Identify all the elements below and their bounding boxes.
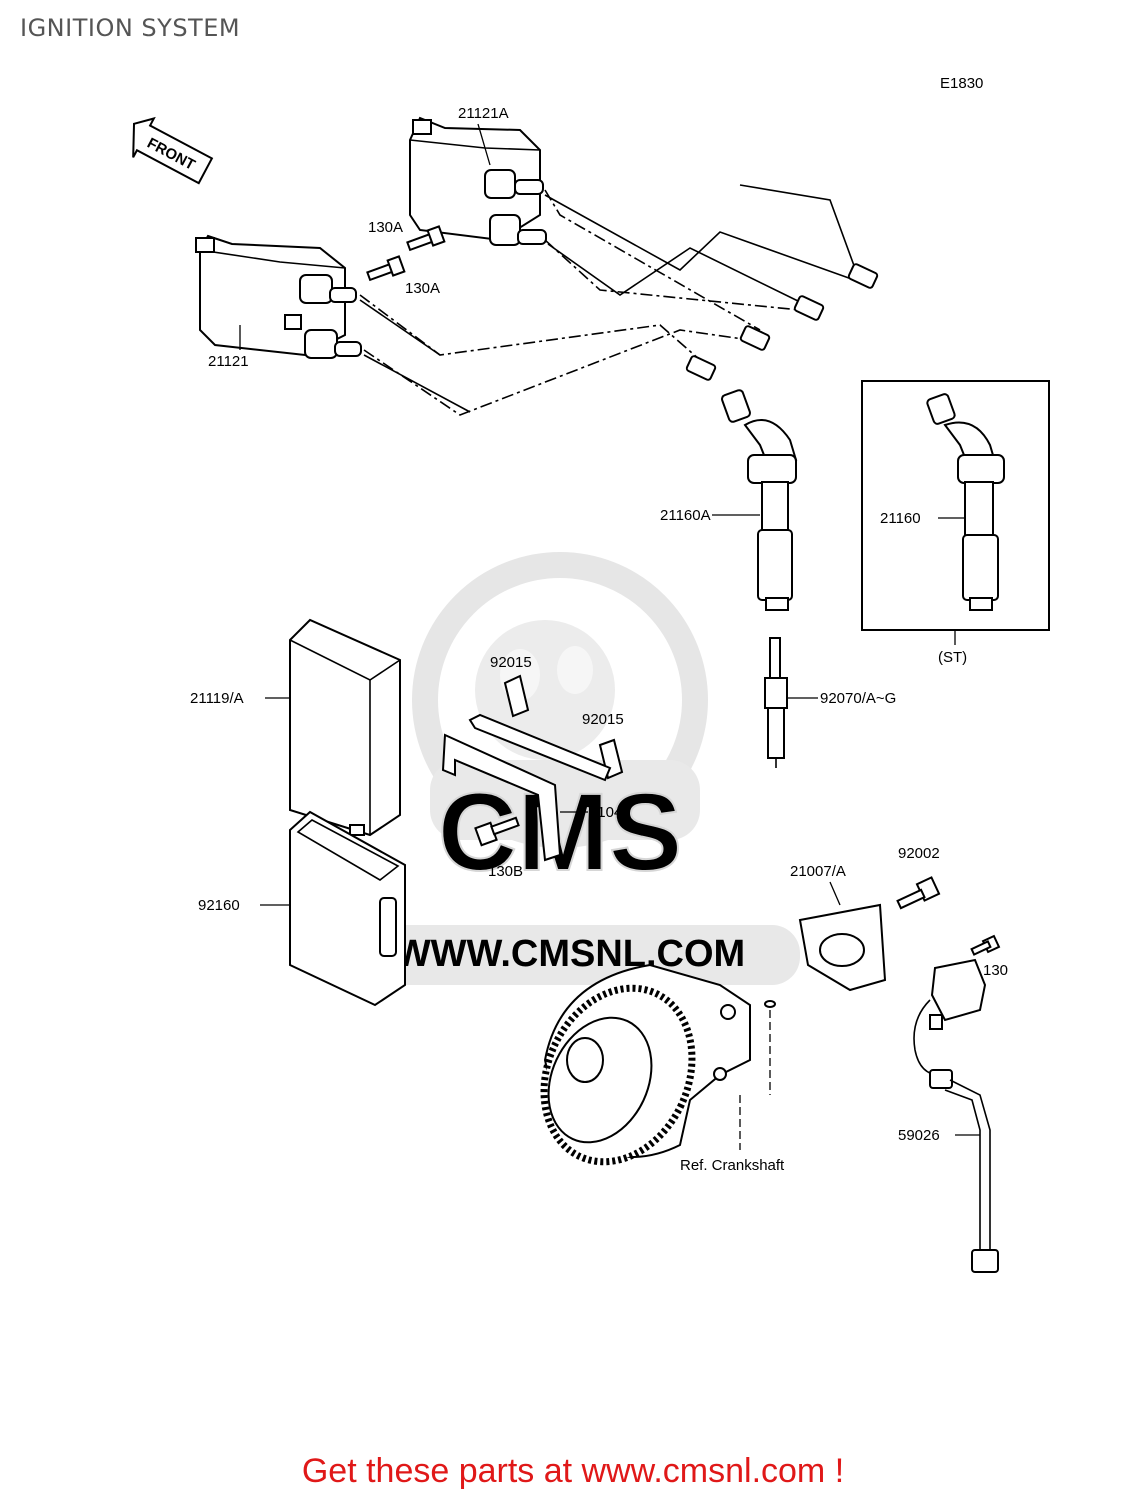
rotor-21007: [798, 903, 887, 992]
label-21121: 21121: [208, 353, 249, 370]
case-92160: [289, 810, 406, 1007]
watermark-url: WWW.CMSNL.COM: [395, 933, 745, 975]
lead-ends: [685, 263, 879, 381]
plug-cap-21160: [926, 393, 1005, 611]
footer-cta-link[interactable]: Get these parts at www.cmsnl.com !: [301, 1452, 845, 1490]
label-130: 130: [983, 962, 1008, 979]
label-21119: 21119/A: [190, 690, 244, 707]
label-92015-1: 92015: [490, 654, 532, 671]
label-21121a: 21121A: [458, 105, 509, 122]
label-130a-1: 130A: [368, 219, 403, 236]
bracket-11046: [441, 713, 612, 862]
watermark: CMS WWW.CMSNL.COM: [340, 552, 800, 985]
label-59026: 59026: [898, 1127, 940, 1144]
bolt-130b: [474, 816, 520, 847]
label-92002: 92002: [898, 845, 940, 862]
pickup-coil-59026: [913, 958, 999, 1273]
st-box: [861, 380, 1050, 631]
label-21160: 21160: [880, 510, 921, 527]
bolt-92002: [896, 876, 941, 910]
label-ref-crankshaft: Ref. Crankshaft: [680, 1157, 785, 1174]
clip-92015-1: [503, 674, 530, 718]
bolt-130a: [366, 225, 446, 282]
label-92070: 92070/A~G: [820, 690, 896, 707]
label-130a-2: 130A: [405, 280, 440, 297]
diagram-code: E1830: [940, 75, 983, 92]
label-21007: 21007/A: [790, 863, 846, 880]
bolt-130: [970, 934, 1001, 956]
front-arrow: FRONT: [132, 116, 214, 185]
page-title: IGNITION SYSTEM: [20, 14, 241, 42]
ignition-coil-21121a: [409, 116, 547, 246]
label-11046: 11046: [590, 804, 631, 821]
spark-plug-92070: [764, 637, 788, 768]
label-92015-2: 92015: [582, 711, 624, 728]
label-130b: 130B: [488, 863, 523, 880]
crankshaft-assembly: [540, 963, 776, 1166]
label-st: (ST): [938, 649, 967, 666]
igniter-21119: [289, 618, 401, 837]
label-92160: 92160: [198, 897, 240, 914]
ignition-coil-21121: [195, 234, 362, 359]
watermark-logo: CMS: [438, 771, 682, 894]
label-21160a: 21160A: [660, 507, 711, 524]
plug-cap-21160a: [721, 389, 798, 611]
